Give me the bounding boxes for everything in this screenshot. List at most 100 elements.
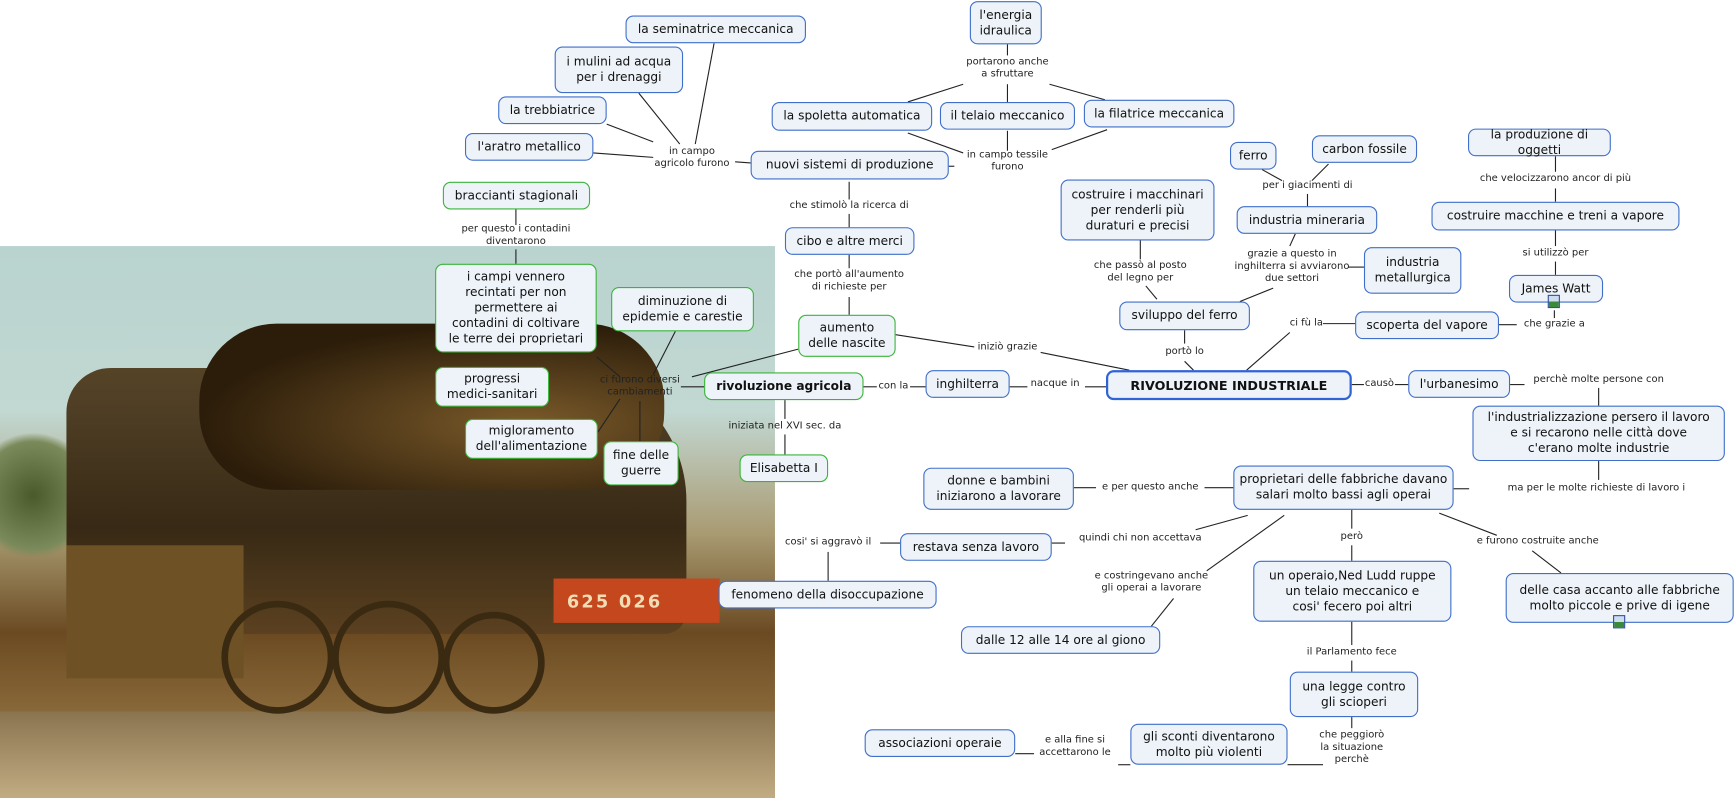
concept-sconti[interactable]: gli sconti diventarono molto più violent…	[1130, 723, 1288, 765]
concept-mulini[interactable]: i mulini ad acqua per i drenaggi	[554, 46, 684, 94]
concept-miglioramento[interactable]: migloramento dell'alimentazione	[464, 418, 598, 459]
concept-case[interactable]: delle casa accanto alle fabbriche molto …	[1505, 572, 1734, 623]
image-attachment-icon[interactable]	[1613, 615, 1626, 629]
link-line	[652, 331, 676, 375]
link-line	[895, 334, 975, 348]
link-line	[1261, 169, 1283, 182]
link-line	[1246, 332, 1291, 371]
locomotive-wheel	[221, 600, 335, 714]
link-label-richieste-lavoro: ma per le molte richieste di lavoro i	[1507, 482, 1686, 494]
link-label-porto-lo: portò lo	[1165, 346, 1204, 358]
concept-james-watt[interactable]: James Watt	[1508, 274, 1604, 303]
concept-macchine-treni[interactable]: costruire macchine e treni a vapore	[1431, 201, 1680, 231]
link-line	[638, 92, 681, 145]
link-line	[1040, 351, 1130, 371]
link-label-agricolo: in campo agricolo furono	[654, 146, 730, 170]
link-label-ci-fu: ci fù la	[1289, 317, 1324, 329]
concept-trebbiatrice[interactable]: la trebbiatrice	[498, 96, 607, 125]
link-label-accettarono: e alla fine si accettarono le	[1039, 734, 1111, 759]
locomotive-wheel	[332, 600, 446, 714]
concept-telaio[interactable]: il telaio meccanico	[939, 101, 1075, 130]
link-line	[1150, 598, 1174, 627]
concept-rivoluzione-agricola[interactable]: rivoluzione agricola	[704, 372, 864, 401]
concept-seminatrice[interactable]: la seminatrice meccanica	[625, 15, 806, 44]
concept-progressi[interactable]: progressi medici-sanitari	[435, 366, 550, 407]
ground	[0, 711, 775, 798]
concept-nuovi-sistemi[interactable]: nuovi sistemi di produzione	[750, 150, 949, 180]
link-label-passo: che passò al posto del legno per	[1093, 260, 1187, 284]
concept-mineraria[interactable]: industria mineraria	[1236, 206, 1378, 234]
concept-proprietari[interactable]: proprietari delle fabbriche davano salar…	[1233, 465, 1454, 510]
concept-filatrice[interactable]: la filatrice meccanica	[1083, 99, 1235, 128]
concept-urbanesimo[interactable]: l'urbanesimo	[1408, 370, 1511, 398]
concept-donne[interactable]: donne e bambini iniziarono a lavorare	[923, 467, 1074, 510]
concept-restava[interactable]: restava senza lavoro	[900, 533, 1052, 561]
concept-ferro[interactable]: ferro	[1229, 141, 1277, 170]
link-line	[907, 132, 964, 154]
link-label-contadini: per questo i contadini diventarono	[461, 223, 571, 248]
link-label-porto-aumento: che portò all'aumento di richieste per	[794, 269, 905, 293]
link-label-cambiamenti: ci furono diversi cambiamenti	[599, 374, 680, 398]
concept-braccianti[interactable]: braccianti stagionali	[442, 181, 591, 210]
link-line	[1184, 360, 1194, 371]
steam-locomotive-photo: 625 026	[0, 246, 775, 798]
link-line	[606, 123, 654, 143]
concept-sviluppo-ferro[interactable]: sviluppo del ferro	[1119, 301, 1250, 331]
concept-rivoluzione-industriale[interactable]: RIVOLUZIONE INDUSTRIALE	[1105, 370, 1352, 401]
link-label-tessile: in campo tessile furono	[966, 149, 1049, 173]
link-line	[694, 43, 715, 145]
link-label-utilizzo: si utilizzò per	[1522, 247, 1589, 259]
concept-fenomeno[interactable]: fenomeno della disoccupazione	[718, 580, 937, 609]
link-label-inizio-grazie: iniziò grazie	[977, 341, 1038, 353]
locomotive-number-text: 625 026	[566, 590, 663, 612]
link-label-aggravo: cosi' si aggravò il	[784, 536, 872, 549]
link-line	[1049, 83, 1106, 101]
link-label-stimolo: che stimolò la ricerca di	[789, 200, 909, 212]
concept-associazioni[interactable]: associazioni operaie	[864, 729, 1016, 757]
link-label-giacimenti: per i giacimenti di	[1262, 180, 1353, 192]
concept-produzione-oggetti[interactable]: la produzione di oggetti	[1468, 127, 1611, 157]
link-label-velocizzarono: che velocizzarono ancor di più	[1479, 173, 1632, 185]
concept-ned-ludd[interactable]: un operaio,Ned Ludd ruppe un telaio mecc…	[1253, 560, 1452, 622]
concept-legge[interactable]: una legge contro gli scioperi	[1289, 671, 1419, 718]
concept-spoletta[interactable]: la spoletta automatica	[771, 101, 933, 131]
concept-inghilterra[interactable]: inghilterra	[925, 370, 1010, 398]
concept-industrializzazione[interactable]: l'industrializzazione persero il lavoro …	[1472, 405, 1725, 462]
link-label-pero: però	[1340, 531, 1363, 543]
link-line	[907, 83, 964, 103]
concept-aratro[interactable]: l'aratro metallico	[464, 132, 594, 161]
concept-cibo[interactable]: cibo e altre merci	[784, 227, 915, 255]
link-line	[1439, 512, 1497, 536]
concept-scoperta-vapore[interactable]: scoperta del vapore	[1355, 311, 1500, 340]
link-label-per-questo-anche: e per questo anche	[1102, 481, 1199, 493]
concept-carbon[interactable]: carbon fossile	[1311, 135, 1418, 163]
concept-dalle12[interactable]: dalle 12 alle 14 ore al giono	[960, 626, 1161, 654]
link-line	[1311, 163, 1329, 182]
link-label-costringevano: e costringevano anche gli operai a lavor…	[1094, 570, 1209, 595]
link-label-settori: grazie a questo in inghilterra si avviar…	[1234, 248, 1350, 285]
concept-diminuzione[interactable]: diminuzione di epidemie e carestie	[611, 287, 754, 332]
concept-elisabetta[interactable]: Elisabetta I	[739, 454, 829, 483]
concept-energia[interactable]: l'energia idraulica	[969, 1, 1042, 45]
link-label-peggioro: che peggiorò la situazione perchè	[1319, 729, 1385, 766]
link-line	[1206, 514, 1285, 572]
image-attachment-icon[interactable]	[1547, 294, 1560, 309]
link-line	[1239, 287, 1274, 302]
link-line	[735, 161, 751, 164]
link-line	[1195, 514, 1248, 531]
link-label-causo: causò	[1364, 378, 1395, 390]
link-label-grazie-a: che grazie a	[1523, 318, 1585, 330]
concept-fine-guerre[interactable]: fine delle guerre	[603, 441, 679, 486]
concept-costruire-macchinari[interactable]: costruire i macchinari per renderli più …	[1060, 179, 1215, 241]
link-line	[1051, 129, 1108, 151]
link-label-non-accettava: quindi chi non accettava	[1078, 532, 1202, 544]
concept-metallurgica[interactable]: industria metallurgica	[1363, 247, 1462, 294]
link-label-portarono: portarono anche a sfruttare	[966, 56, 1049, 80]
link-label-parlamento: il Parlamento fece	[1306, 646, 1397, 658]
link-label-perche-persone: perchè molte persone con	[1533, 374, 1664, 386]
concept-campi[interactable]: i campi vennero recintati per non permet…	[435, 263, 597, 353]
link-label-iniziata: iniziata nel XVI sec. da	[728, 420, 842, 432]
tree	[0, 412, 67, 579]
concept-aumento[interactable]: aumento delle nascite	[798, 314, 896, 357]
